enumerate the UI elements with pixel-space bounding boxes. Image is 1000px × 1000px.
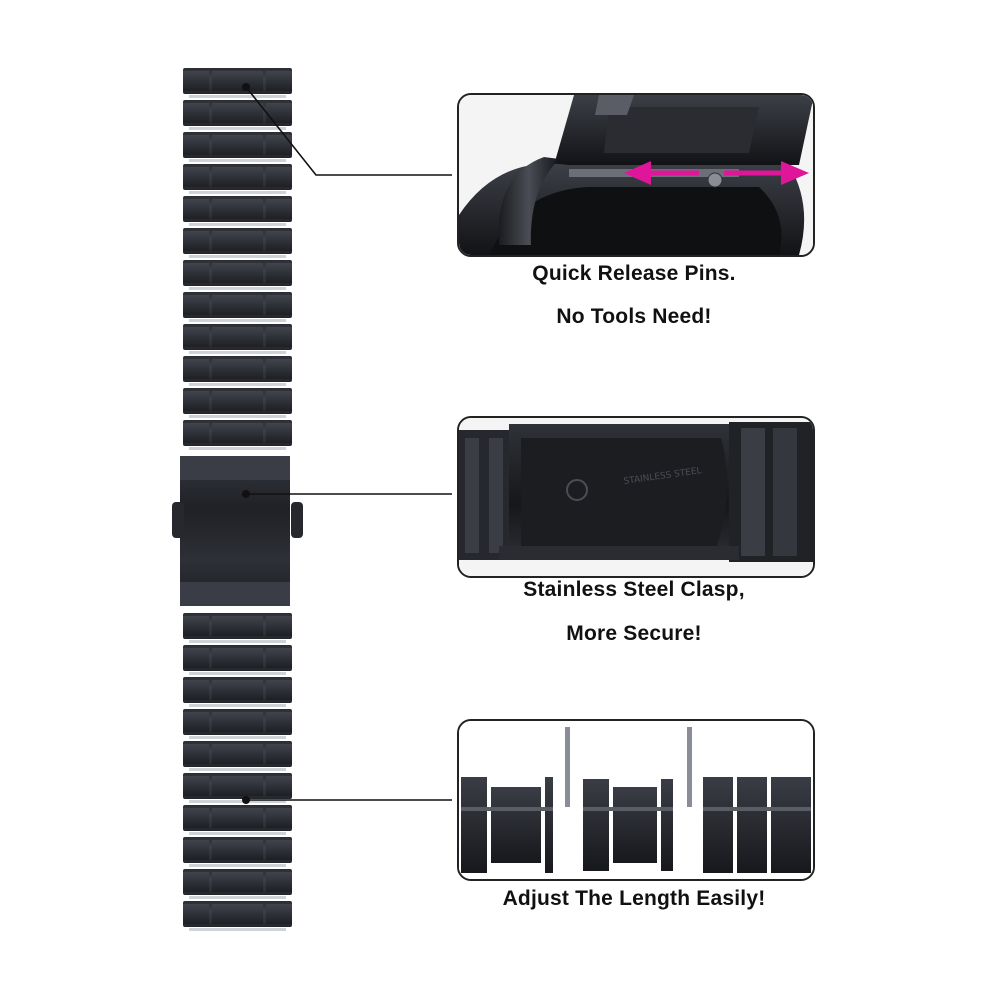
strap-link (183, 805, 292, 831)
strap-link (183, 164, 292, 190)
clasp-button-left (172, 502, 184, 538)
strap-link (183, 324, 292, 350)
clasp-button-right (291, 502, 303, 538)
strap-link-gap (189, 800, 286, 803)
strap-link-gap (189, 704, 286, 707)
strap-link (183, 100, 292, 126)
strap-link-gap (189, 768, 286, 771)
strap-link-gap (189, 95, 286, 98)
strap-link-gap (189, 447, 286, 450)
clasp-caption: Stainless Steel Clasp, (523, 578, 745, 601)
strap-link (183, 613, 292, 639)
strap-link (183, 132, 292, 158)
strap-link (183, 741, 292, 767)
strap-link-gap (189, 383, 286, 386)
strap-link (183, 901, 292, 927)
strap-link-gap (189, 351, 286, 354)
strap-link (183, 869, 292, 895)
strap-link-gap (189, 928, 286, 931)
strap-link (183, 645, 292, 671)
strap-link-gap (189, 832, 286, 835)
adjust-length-caption: Adjust The Length Easily! (502, 887, 766, 910)
strap-link-gap (189, 736, 286, 739)
clasp-illustration: STAINLESS STEEL (459, 418, 813, 576)
strap-link (183, 709, 292, 735)
strap-link-gap (189, 640, 286, 643)
strap-link-gap (189, 672, 286, 675)
strap-link (183, 292, 292, 318)
strap-link (183, 196, 292, 222)
quick-release-caption: Quick Release Pins. (532, 262, 736, 285)
strap-link-gap (189, 191, 286, 194)
strap-link (183, 388, 292, 414)
strap-link (183, 260, 292, 286)
strap-link (183, 68, 292, 94)
adjust-length-panel (457, 719, 815, 881)
strap-link-gap (189, 319, 286, 322)
strap-link (183, 677, 292, 703)
clasp-top-band (180, 456, 290, 480)
strap-link-gap (189, 287, 286, 290)
clasp-plate (180, 456, 290, 606)
strap-link (183, 420, 292, 446)
quick-release-pins-panel (457, 93, 815, 257)
strap-link-gap (189, 127, 286, 130)
quick-release-illustration (459, 95, 813, 255)
strap-link-gap (189, 864, 286, 867)
quick-release-subcaption: No Tools Need! (556, 305, 712, 328)
watch-strap-image (172, 68, 303, 933)
strap-link (183, 228, 292, 254)
clasp-panel: STAINLESS STEEL (457, 416, 815, 578)
strap-link-gap (189, 159, 286, 162)
strap-link (183, 356, 292, 382)
strap-link-gap (189, 896, 286, 899)
strap-link (183, 773, 292, 799)
strap-link-gap (189, 255, 286, 258)
clasp-subcaption: More Secure! (566, 622, 702, 645)
pin-arrows (624, 161, 809, 185)
strap-clasp (172, 456, 303, 606)
strap-link (183, 837, 292, 863)
strap-link-gap (189, 415, 286, 418)
clasp-bottom-band (180, 582, 290, 606)
strap-link-gap (189, 223, 286, 226)
adjust-length-illustration (459, 721, 813, 879)
